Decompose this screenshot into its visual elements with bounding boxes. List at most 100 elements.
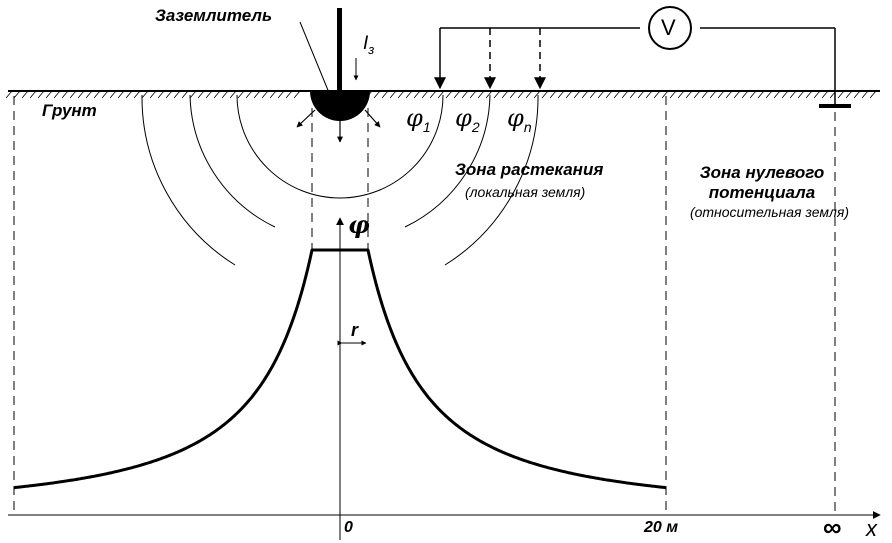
spread-zone-label: Зона растекания bbox=[455, 160, 604, 179]
hatch-stroke bbox=[405, 90, 413, 99]
hatch-stroke bbox=[13, 90, 21, 99]
hatch-stroke bbox=[493, 90, 501, 99]
infinity-label: ∞ bbox=[823, 512, 842, 542]
hatch-stroke bbox=[205, 90, 213, 99]
hatch-stroke bbox=[733, 90, 741, 99]
hatch-stroke bbox=[821, 90, 829, 99]
hatch-stroke bbox=[381, 90, 389, 99]
voltmeter-label: V bbox=[661, 15, 676, 40]
x-axis-label: x bbox=[866, 516, 877, 541]
hatch-stroke bbox=[557, 90, 565, 99]
hatch-stroke bbox=[861, 90, 869, 99]
hatch-stroke bbox=[645, 90, 653, 99]
hatch-stroke bbox=[621, 90, 629, 99]
hatch-stroke bbox=[221, 90, 229, 99]
hatch-stroke bbox=[453, 90, 461, 99]
hatch-stroke bbox=[549, 90, 557, 99]
phi-axis-label: φ bbox=[348, 210, 370, 239]
hatch-stroke bbox=[469, 90, 477, 99]
current-symbol: I bbox=[363, 33, 369, 54]
twenty-m-label: 20 м bbox=[644, 519, 679, 536]
hatch-stroke bbox=[837, 90, 845, 99]
current-subscript: з bbox=[368, 41, 375, 57]
hatch-stroke bbox=[597, 90, 605, 99]
equipotential-arc-2-left bbox=[189, 94, 276, 228]
radius-label: r bbox=[351, 320, 359, 340]
hatch-stroke bbox=[149, 90, 157, 99]
hatch-stroke bbox=[477, 90, 485, 99]
hatch-stroke bbox=[725, 90, 733, 99]
hatch-stroke bbox=[157, 90, 165, 99]
hatch-stroke bbox=[661, 90, 669, 99]
hatch-stroke bbox=[589, 90, 597, 99]
hatch-stroke bbox=[237, 90, 245, 99]
hatch-stroke bbox=[741, 90, 749, 99]
hatch-stroke bbox=[253, 90, 261, 99]
hatch-stroke bbox=[101, 90, 109, 99]
hatch-stroke bbox=[517, 90, 525, 99]
electrode-label: Заземлитель bbox=[155, 6, 273, 25]
hatch-stroke bbox=[53, 90, 61, 99]
hatch-stroke bbox=[629, 90, 637, 99]
origin-label: 0 bbox=[344, 519, 353, 536]
dashed-guides bbox=[13, 96, 836, 515]
hatch-stroke bbox=[5, 90, 13, 99]
hatch-stroke bbox=[781, 90, 789, 99]
hatch-stroke bbox=[373, 90, 381, 99]
hatch-stroke bbox=[21, 90, 29, 99]
hatch-stroke bbox=[181, 90, 189, 99]
hatch-stroke bbox=[293, 90, 301, 99]
remote-ground-electrode bbox=[819, 104, 851, 108]
phi2-symbol: φ bbox=[455, 104, 472, 132]
hatch-stroke bbox=[757, 90, 765, 99]
hatch-stroke bbox=[509, 90, 517, 99]
zero-zone-note: (относительная земля) bbox=[689, 204, 850, 220]
equipotential-arc-1 bbox=[236, 94, 444, 199]
hatch-stroke bbox=[845, 90, 853, 99]
hatch-stroke bbox=[701, 90, 709, 99]
hatch-stroke bbox=[165, 90, 173, 99]
hatch-stroke bbox=[45, 90, 53, 99]
phin-label: φn bbox=[507, 104, 532, 135]
hatch-stroke bbox=[541, 90, 549, 99]
hatch-stroke bbox=[813, 90, 821, 99]
hatch-stroke bbox=[413, 90, 421, 99]
hatch-stroke bbox=[669, 90, 677, 99]
hatch-stroke bbox=[429, 90, 437, 99]
hatch-stroke bbox=[573, 90, 581, 99]
measurement-circuit bbox=[434, 27, 836, 104]
hatch-stroke bbox=[685, 90, 693, 99]
hatch-stroke bbox=[445, 90, 453, 99]
hatch-stroke bbox=[93, 90, 101, 99]
hatch-stroke bbox=[109, 90, 117, 99]
hatch-stroke bbox=[485, 90, 493, 99]
hatch-stroke bbox=[117, 90, 125, 99]
hatch-stroke bbox=[29, 90, 37, 99]
equipotential-arc-2-right bbox=[404, 94, 491, 228]
hatch-stroke bbox=[85, 90, 93, 99]
hatch-stroke bbox=[565, 90, 573, 99]
hatch-stroke bbox=[853, 90, 861, 99]
phin-subscript: n bbox=[523, 118, 532, 135]
hatch-stroke bbox=[637, 90, 645, 99]
hatch-stroke bbox=[61, 90, 69, 99]
hatch-stroke bbox=[229, 90, 237, 99]
hatch-stroke bbox=[709, 90, 717, 99]
hatch-stroke bbox=[285, 90, 293, 99]
hatch-stroke bbox=[173, 90, 181, 99]
hatch-stroke bbox=[437, 90, 445, 99]
electrode-hemisphere bbox=[310, 91, 370, 121]
hatch-stroke bbox=[677, 90, 685, 99]
hatch-stroke bbox=[189, 90, 197, 99]
hatch-stroke bbox=[69, 90, 77, 99]
hatch-stroke bbox=[397, 90, 405, 99]
hatch-stroke bbox=[261, 90, 269, 99]
hatch-stroke bbox=[789, 90, 797, 99]
ground-hatching bbox=[5, 90, 877, 99]
zero-zone-label-line2: потенциала bbox=[708, 183, 816, 202]
phi2-subscript: 2 bbox=[471, 118, 480, 135]
hatch-stroke bbox=[77, 90, 85, 99]
hatch-stroke bbox=[213, 90, 221, 99]
hatch-stroke bbox=[501, 90, 509, 99]
hatch-stroke bbox=[245, 90, 253, 99]
